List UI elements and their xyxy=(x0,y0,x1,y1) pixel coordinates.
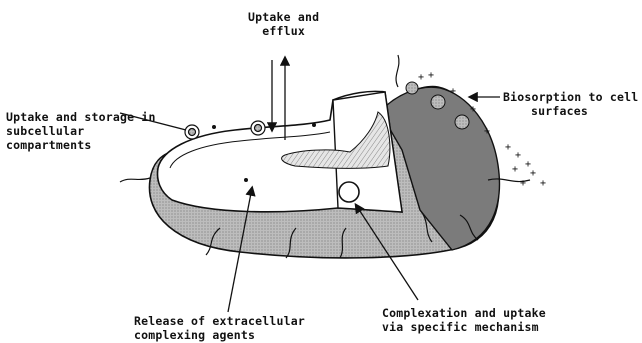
label-complexation: Complexation and uptake via specific mec… xyxy=(382,306,546,334)
cytoplasm-dot xyxy=(212,125,216,129)
svg-text:+: + xyxy=(520,178,526,189)
label-line: Biosorption to cell xyxy=(503,90,638,104)
label-line: subcellular xyxy=(6,124,156,138)
svg-text:+: + xyxy=(505,142,511,153)
label-line: complexing agents xyxy=(134,328,305,342)
transport-pore xyxy=(339,182,359,202)
label-line: via specific mechanism xyxy=(382,320,546,334)
label-line: Release of extracellular xyxy=(134,314,305,328)
label-line: Complexation and uptake xyxy=(382,306,546,320)
label-biosorption: Biosorption to cell surfaces xyxy=(503,90,638,118)
label-uptake-efflux: Uptake and efflux xyxy=(248,10,319,38)
svg-text:+: + xyxy=(540,178,546,189)
label-uptake-storage: Uptake and storage in subcellular compar… xyxy=(6,110,156,152)
svg-text:+: + xyxy=(450,86,456,97)
svg-text:+: + xyxy=(470,104,476,115)
svg-text:+: + xyxy=(512,164,518,175)
svg-text:+: + xyxy=(428,70,434,81)
label-release: Release of extracellular complexing agen… xyxy=(134,314,305,342)
cytoplasm-dot xyxy=(312,123,316,127)
label-line: Uptake and storage in xyxy=(6,110,156,124)
label-line: efflux xyxy=(248,24,319,38)
svg-text:+: + xyxy=(418,72,424,83)
storage-vesicle xyxy=(251,121,265,135)
svg-text:+: + xyxy=(484,126,490,137)
label-line: compartments xyxy=(6,138,156,152)
storage-vesicle xyxy=(185,125,199,139)
svg-text:+: + xyxy=(515,150,521,161)
cytoplasm-dot xyxy=(244,178,248,182)
svg-text:+: + xyxy=(530,168,536,179)
label-line: surfaces xyxy=(503,104,638,118)
label-line: Uptake and xyxy=(248,10,319,24)
